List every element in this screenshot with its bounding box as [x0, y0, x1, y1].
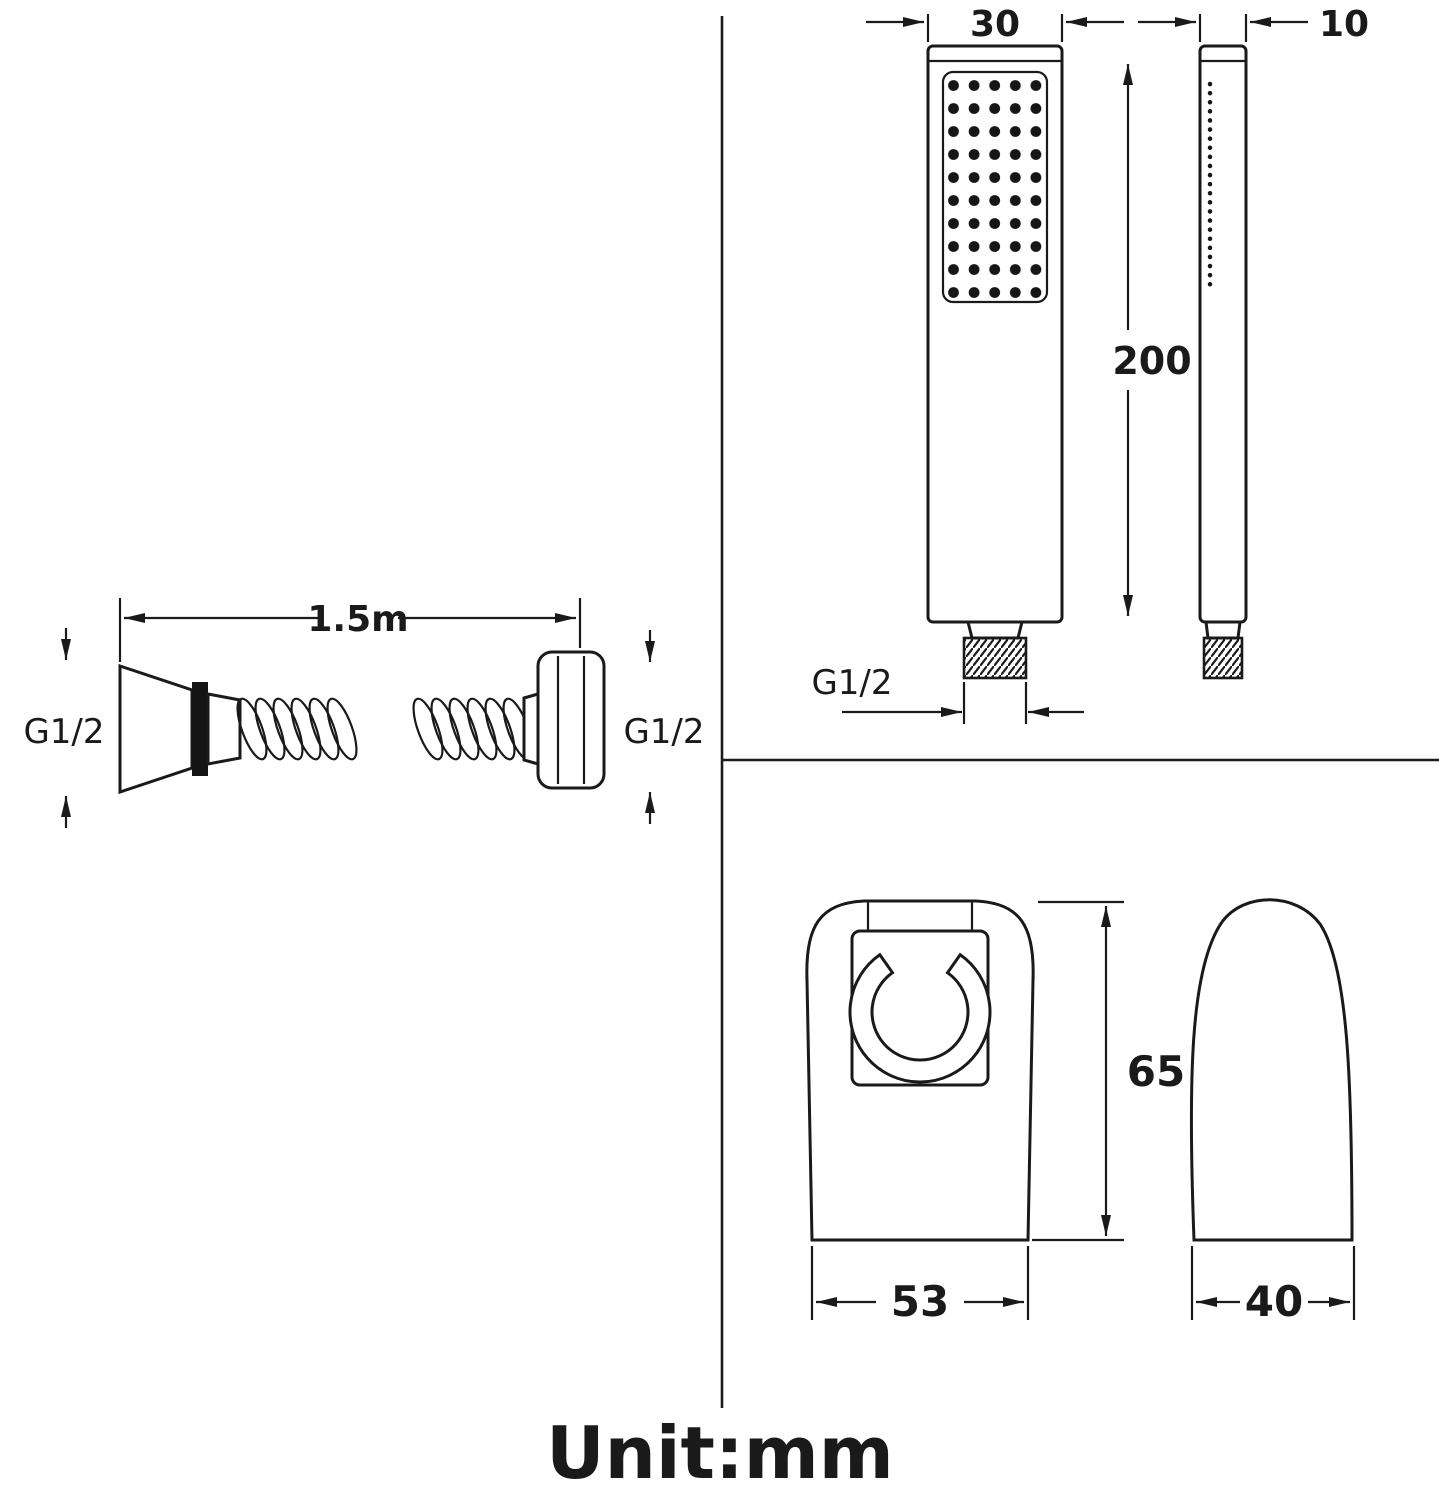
bracket-height-label: 65	[1127, 1047, 1185, 1096]
hose-right-nut	[536, 650, 606, 790]
connector-neck	[966, 620, 1024, 640]
spray-face-nozzles	[947, 76, 1043, 300]
dimension-head-depth: 10	[1138, 4, 1369, 45]
spray-face-outline	[941, 70, 1049, 304]
hose-right-thread-label: G1/2	[623, 712, 704, 752]
bracket-depth-label: 40	[1245, 1277, 1303, 1326]
head-width-label: 30	[970, 4, 1020, 45]
hose-ribs-right	[412, 697, 534, 761]
connector-neck-side	[1204, 620, 1242, 640]
hose-left-thread-label: G1/2	[23, 712, 104, 752]
connector-thread-side	[1202, 636, 1244, 680]
length-label: 200	[1112, 339, 1191, 383]
dimension-bracket-width: 53	[810, 1246, 1030, 1326]
hose-left-fitting	[118, 663, 194, 795]
dimension-bracket-height: 65	[1032, 900, 1185, 1242]
dimension-head-width: 30	[866, 4, 1124, 45]
hand-shower-side-view	[1198, 44, 1248, 680]
dimension-bracket-depth: 40	[1190, 1246, 1356, 1326]
connector-thread-label: G1/2	[811, 663, 892, 703]
hose-left-ring	[192, 682, 208, 776]
connector-thread	[962, 636, 1028, 680]
dimension-connector-thread: G1/2	[811, 663, 1084, 724]
dimension-length: 200	[1112, 64, 1192, 616]
hose-length-label: 1.5m	[307, 599, 408, 640]
dimension-hose-left-thread: G1/2	[23, 628, 105, 828]
hand-shower-front-view	[926, 44, 1064, 680]
bracket-width-label: 53	[891, 1277, 949, 1326]
hose-drawing	[118, 650, 606, 795]
bracket-front-view	[805, 899, 1035, 1242]
hose-ribs-left	[236, 697, 358, 761]
bracket-clip-ring	[848, 952, 992, 1084]
unit-caption: Unit:mm	[546, 1411, 894, 1495]
panel-dividers	[720, 16, 1439, 1408]
dimension-hose-right-thread: G1/2	[623, 630, 705, 824]
bracket-side-view	[1189, 898, 1354, 1242]
dimension-hose-length: 1.5m	[118, 598, 582, 662]
head-depth-label: 10	[1319, 4, 1369, 45]
